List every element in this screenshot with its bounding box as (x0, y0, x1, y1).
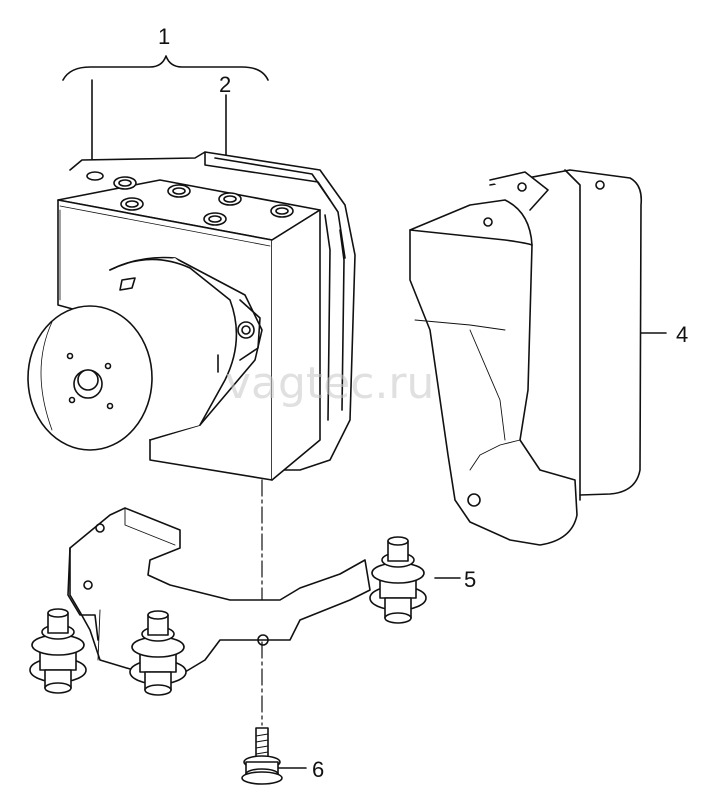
callout-2: 2 (219, 72, 231, 97)
callout-6: 6 (312, 757, 324, 782)
mounting-bracket (29, 507, 427, 696)
pump-motor (27, 256, 263, 451)
callout-labels: 1 2 4 5 6 (158, 24, 688, 782)
rubber-mount (369, 536, 427, 624)
callout-5: 5 (464, 567, 476, 592)
bolt-part-6 (241, 727, 283, 785)
rubber-mount (29, 608, 87, 694)
watermark-text: vagtec.ru (225, 358, 434, 409)
callout-4: 4 (676, 322, 688, 347)
rubber-mount (129, 610, 187, 696)
callout-1: 1 (158, 24, 170, 49)
brake-line-ports (86, 171, 294, 226)
abs-unit (27, 151, 356, 481)
cover-part-4 (409, 169, 643, 546)
